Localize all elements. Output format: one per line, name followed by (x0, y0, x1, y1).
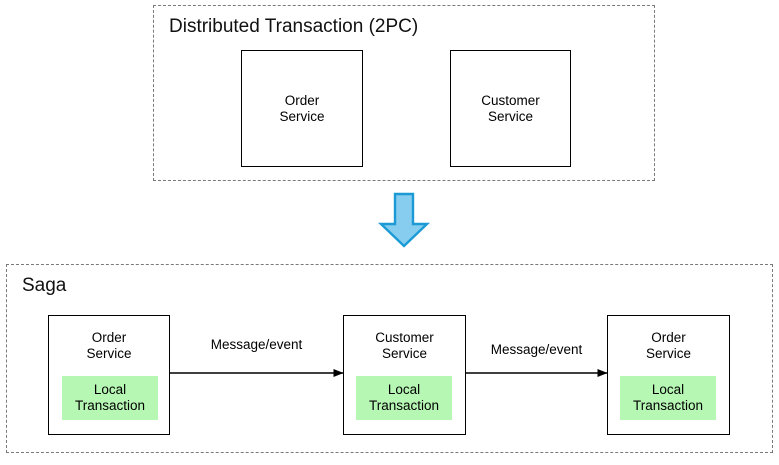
flow-arrow-label: Message/event (210, 337, 303, 352)
service-label: Customer Service (481, 92, 540, 124)
group-distributed-transaction-title: Distributed Transaction (2PC) (169, 16, 419, 37)
local-transaction-chip: Local Transaction (620, 376, 716, 420)
service-label: Customer Service (375, 330, 434, 361)
group-saga (6, 264, 773, 453)
flow-arrow-message-event-1 (160, 363, 353, 383)
flow-arrow-message-event-2 (456, 363, 617, 383)
down-arrow-icon (378, 192, 430, 248)
group-saga-title: Saga (22, 275, 67, 296)
group-distributed-transaction (153, 5, 655, 181)
service-label: Order Service (279, 92, 325, 124)
service-label: Order Service (645, 330, 691, 361)
service-box-order-service-2pc[interactable]: Order Service (241, 50, 363, 167)
local-transaction-chip: Local Transaction (356, 376, 452, 420)
service-label: Order Service (86, 330, 132, 361)
service-box-customer-service-2pc[interactable]: Customer Service (450, 50, 571, 167)
flow-arrow-label: Message/event (490, 342, 583, 357)
local-transaction-chip: Local Transaction (62, 376, 158, 420)
